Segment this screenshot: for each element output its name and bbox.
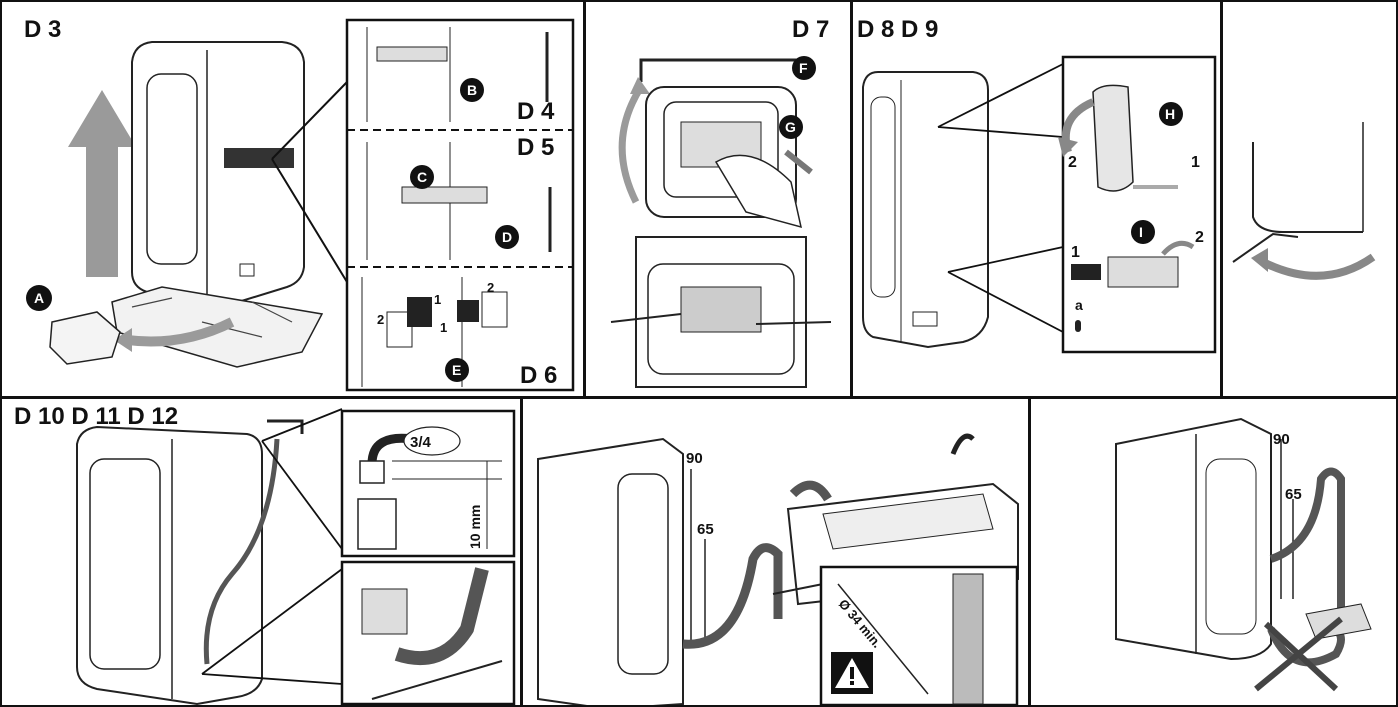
height-65-wrong: 65: [1285, 486, 1302, 503]
step-i-a: a: [1075, 297, 1083, 313]
height-90-wrong: 90: [1273, 431, 1290, 448]
drain-wrong-illustration: 90 65: [1115, 417, 1372, 692]
callout-c: C: [417, 169, 427, 185]
remove-arrow: [126, 317, 235, 347]
leveling-illustration: [1232, 122, 1376, 280]
panel-d10-d12: D 10 D 11 D 12 3/4 10 mm: [0, 397, 522, 707]
callout-f: F: [799, 60, 808, 76]
callout-d: D: [502, 229, 512, 245]
callout-h: H: [1165, 106, 1175, 122]
height-65-sink: 65: [697, 521, 714, 538]
d10-d12-illustration: 3/4 10 mm: [76, 408, 516, 705]
panel-drain-sink: 90 65 Ø 34 min.: [521, 397, 1030, 707]
step-h-1: 1: [1191, 154, 1200, 171]
height-90-sink: 90: [686, 450, 703, 467]
label-d6: D 6: [520, 362, 558, 389]
step-d6-2b: 2: [487, 280, 494, 295]
callout-b: B: [467, 82, 477, 98]
step-i-2: 2: [1195, 229, 1204, 246]
panel-d8-d9: D 8 D 9 H 2 1 I 1 2 a: [851, 0, 1222, 398]
callout-i: I: [1139, 224, 1143, 240]
callout-g: G: [785, 119, 796, 135]
d7-illustration: F G: [610, 56, 832, 388]
panel-d7: D 7 F G: [584, 0, 852, 398]
lift-arrow: [68, 90, 136, 277]
d3-illustration: A B C D 2 1 1 2 E: [26, 18, 575, 392]
drain-sink-illustration: 90 65 Ø 34 min.: [537, 433, 1019, 705]
inset-d4-d6: [345, 18, 575, 392]
d8-d9-illustration: H 2 1 I 1 2 a: [862, 55, 1217, 354]
step-i-1: 1: [1071, 244, 1080, 261]
label-d5: D 5: [517, 134, 555, 161]
label-d3: D 3: [24, 16, 62, 43]
thread-size: 3/4: [410, 434, 432, 451]
label-d8-d9: D 8 D 9: [857, 16, 939, 43]
step-d6-1a: 1: [434, 292, 441, 307]
panel-leveling: [1221, 0, 1398, 398]
label-d4: D 4: [517, 98, 555, 125]
foam-piece-a: [49, 311, 121, 365]
step-d6-1b: 1: [440, 320, 447, 335]
panel-d3: D 3 A B: [0, 0, 585, 398]
panel-drain-wrong: 90 65: [1029, 397, 1398, 707]
step-h-2: 2: [1068, 154, 1077, 171]
label-d10-d12: D 10 D 11 D 12: [14, 403, 179, 430]
step-d6-2a: 2: [377, 312, 384, 327]
callout-a: A: [34, 290, 44, 306]
gap-label: 10 mm: [467, 505, 483, 549]
callout-e: E: [452, 362, 461, 378]
label-d7: D 7: [792, 16, 830, 43]
washer-body: [131, 41, 305, 309]
